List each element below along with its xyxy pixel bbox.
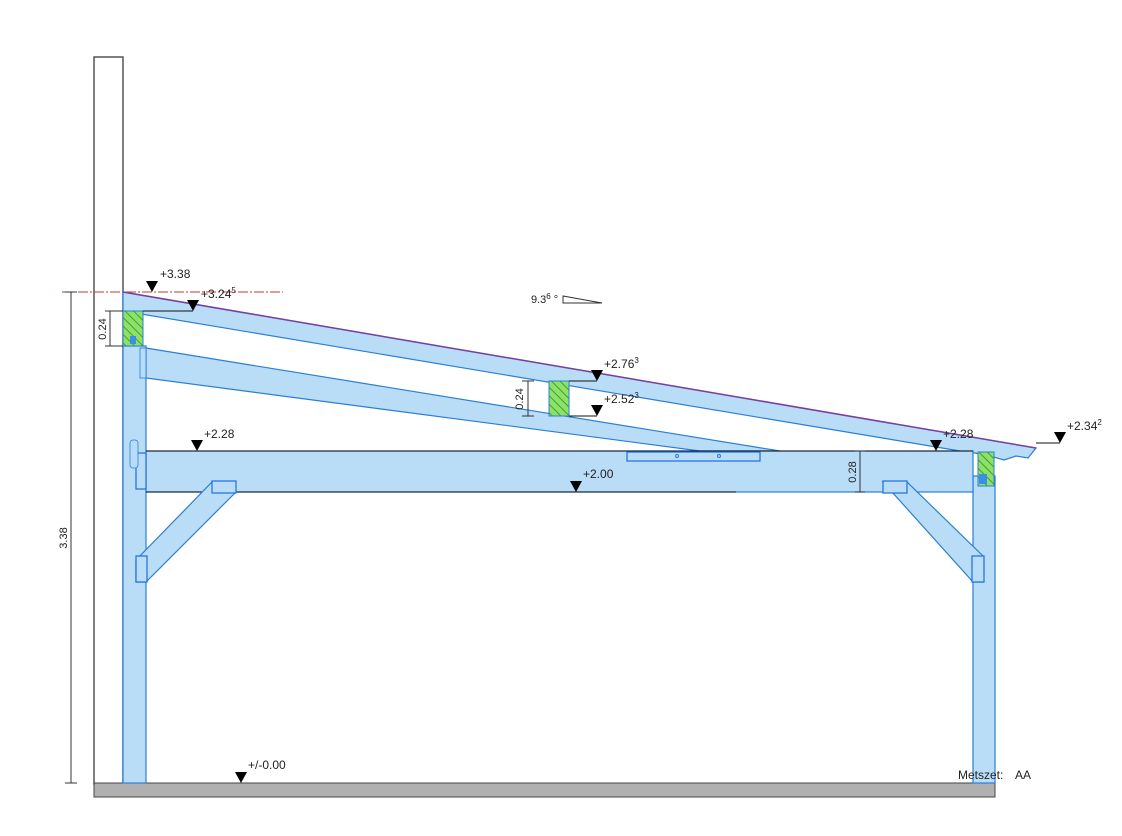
connector-plate (626, 451, 761, 462)
rafter (122, 291, 1038, 461)
level-beam-top-right: +2.28 (943, 427, 974, 441)
level-marker-icon (235, 772, 247, 783)
level-rafter-top-wall: +3.245 (201, 286, 236, 301)
dimension-mid-purlin: 0.24 (514, 388, 526, 409)
section-label: Metszet: (958, 768, 1003, 782)
right-post (972, 475, 996, 784)
brace-plate (882, 480, 908, 494)
roof-pitch-icon (562, 295, 603, 304)
level-marker-icon (591, 370, 603, 381)
left-knee-brace (135, 481, 238, 583)
post-connector (135, 452, 147, 490)
post-connector (129, 439, 139, 469)
purlin-fixing (130, 336, 136, 344)
right-knee-brace (881, 481, 984, 583)
level-beam-top-left: +2.28 (204, 427, 235, 441)
level-purlin-bottom-mid: +2.523 (604, 391, 639, 406)
level-marker-icon (187, 300, 199, 311)
wall-purlin-section (122, 310, 144, 347)
level-rafter-top-mid: +2.763 (604, 356, 639, 371)
level-ground: +/-0.00 (248, 758, 286, 772)
dimension-wall-purlin: 0.24 (97, 318, 109, 339)
level-eave: +2.342 (1067, 418, 1102, 433)
level-marker-icon (570, 481, 582, 492)
level-marker-icon (191, 440, 203, 451)
roof-pitch-label: 9.36° (531, 292, 558, 306)
brace-plate (211, 480, 237, 494)
level-marker-icon (1054, 432, 1066, 443)
mid-purlin-section (548, 380, 570, 417)
level-wall-top: +3.38 (160, 267, 191, 281)
post-connector (139, 347, 147, 379)
ground-slab (93, 782, 996, 798)
purlin-fixing (979, 474, 987, 484)
dimension-beam-height: 0.28 (847, 461, 859, 482)
roof-covering (122, 291, 1037, 449)
brace-plate (135, 555, 148, 583)
bolt (717, 454, 721, 458)
existing-wall (93, 56, 124, 785)
section-name: AA (1015, 768, 1031, 782)
level-beam-bottom: +2.00 (583, 467, 614, 481)
brace-plate (971, 555, 985, 583)
bolt (675, 454, 679, 458)
level-marker-icon (146, 281, 158, 292)
dimension-total-height: 3.38 (58, 527, 70, 548)
level-marker-icon (930, 440, 942, 451)
level-marker-icon (591, 405, 603, 416)
